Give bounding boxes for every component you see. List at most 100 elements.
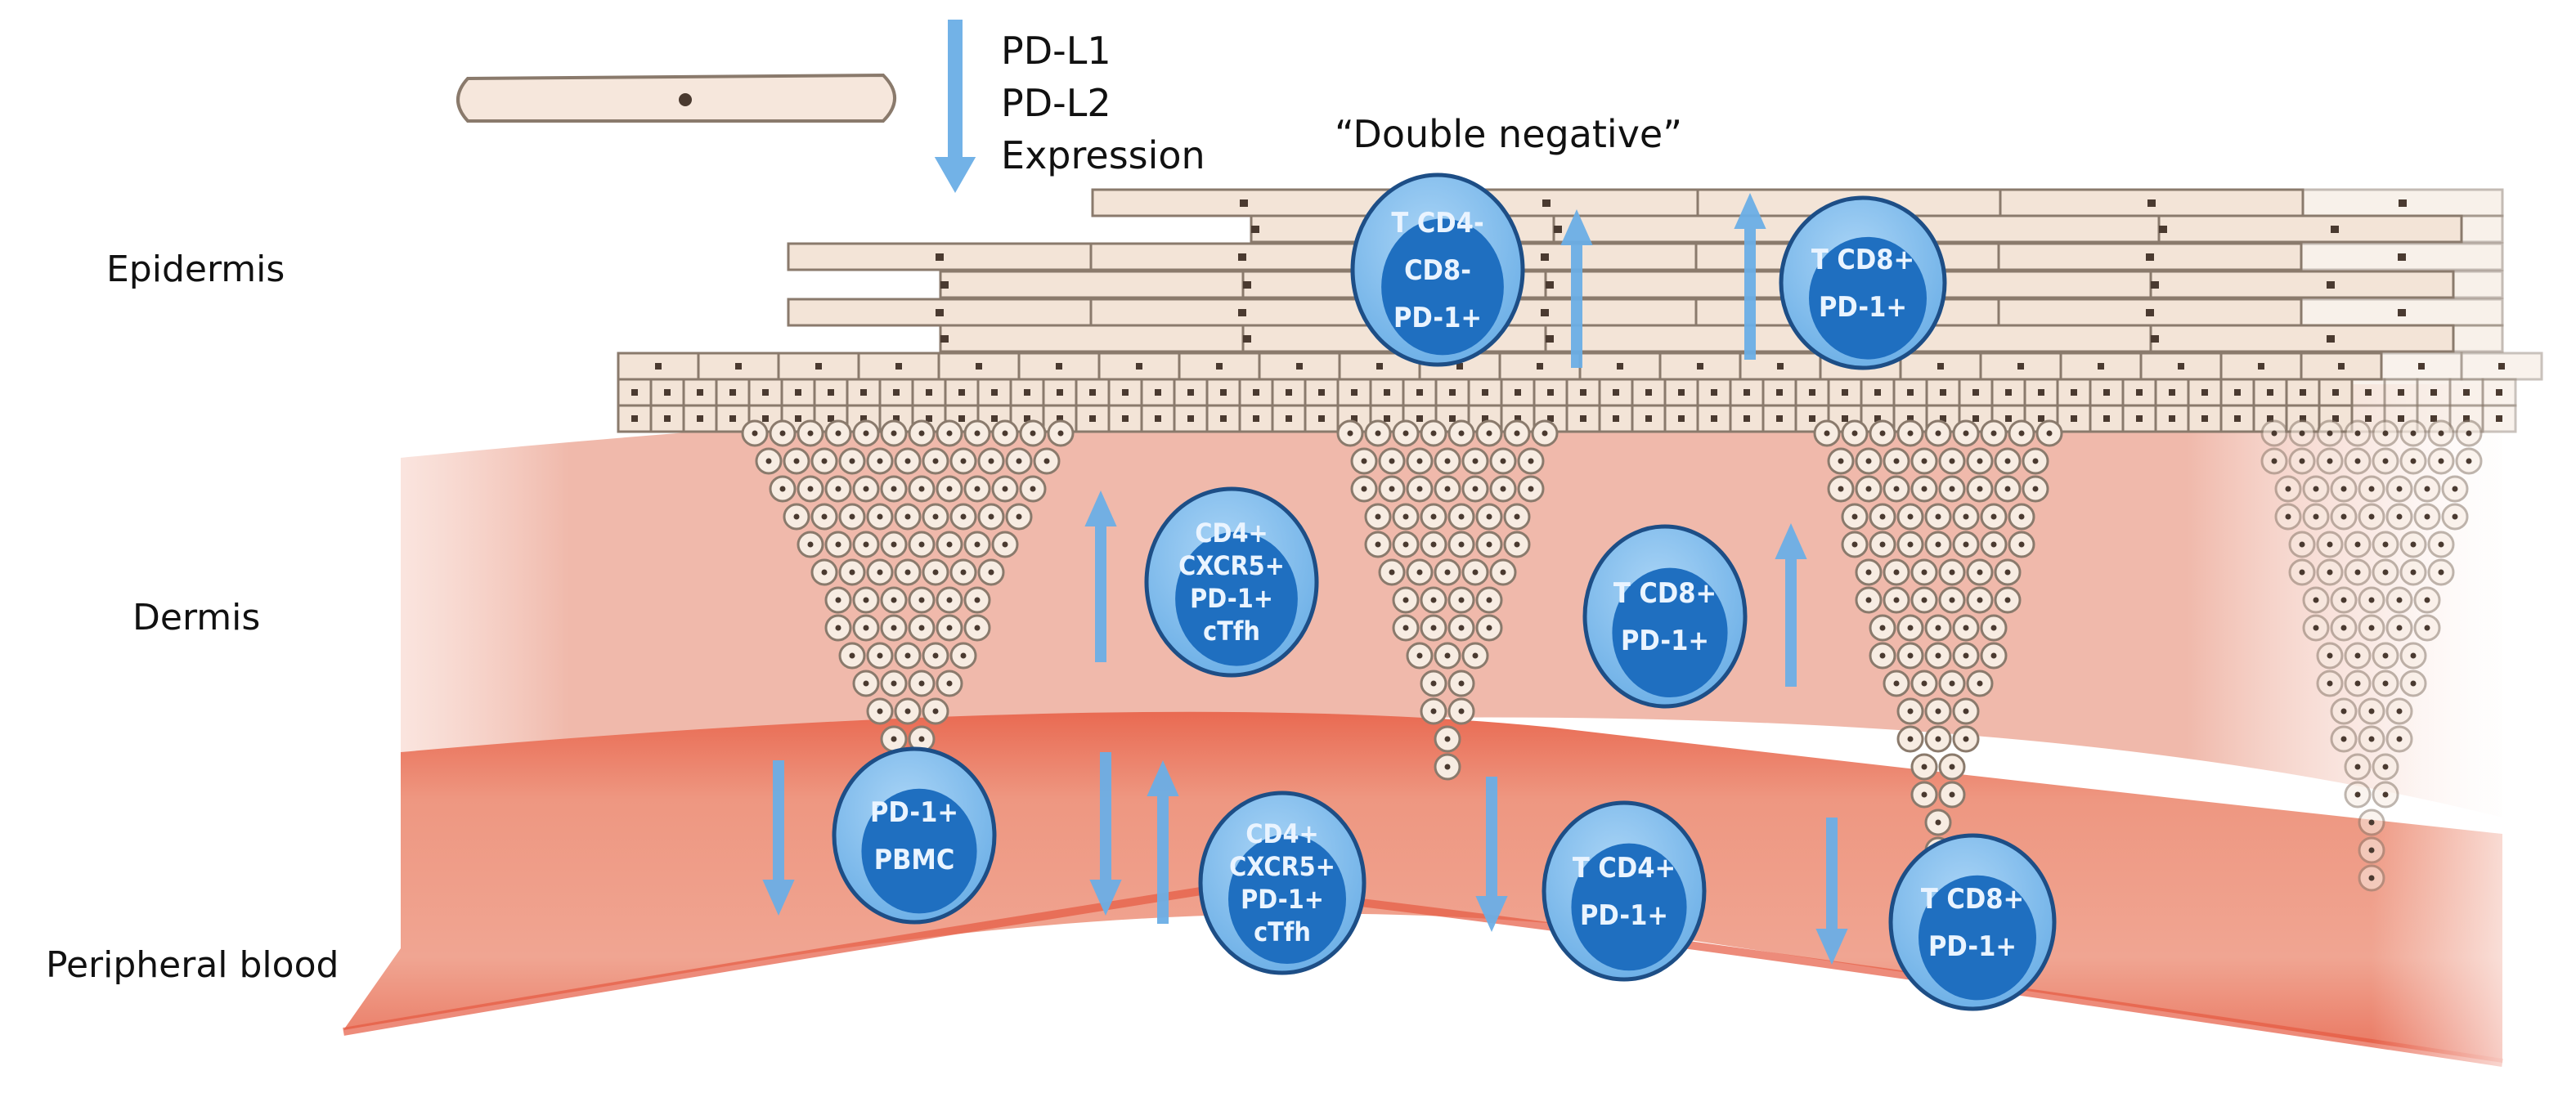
nucleus-icon xyxy=(936,253,944,261)
nucleus-icon xyxy=(2340,736,2347,742)
nucleus-icon xyxy=(1990,513,1997,520)
ridge-cell xyxy=(1434,447,1461,475)
ridge-cell xyxy=(908,531,936,558)
nucleus-icon xyxy=(1449,415,1456,422)
nucleus-icon xyxy=(891,430,897,437)
nucleus-icon xyxy=(2017,363,2024,370)
nucleus-icon xyxy=(2071,415,2077,422)
nucleus-icon xyxy=(2466,458,2472,464)
keratinocyte xyxy=(939,324,1245,353)
ridge-cell xyxy=(1392,503,1420,531)
basal-cell xyxy=(649,378,685,407)
cell-label-line: T CD8+ xyxy=(1811,244,1914,276)
basal-cell xyxy=(2481,378,2517,407)
ridge-cell xyxy=(852,586,880,614)
nucleus-icon xyxy=(1361,486,1367,492)
cell-label-line: CXCR5+ xyxy=(1178,550,1285,581)
nucleus-icon xyxy=(1528,458,1534,464)
ridge-cell xyxy=(1434,725,1461,753)
nucleus-icon xyxy=(904,708,911,715)
nucleus-icon xyxy=(1243,281,1251,289)
ridge-cell xyxy=(2358,503,2385,531)
ridge-cell xyxy=(1883,475,1910,503)
nucleus-icon xyxy=(752,430,758,437)
nucleus-icon xyxy=(863,430,869,437)
nucleus-icon xyxy=(2354,569,2361,576)
nucleus-icon xyxy=(877,708,883,715)
nucleus-icon xyxy=(974,486,981,492)
nucleus-icon xyxy=(1376,363,1383,370)
ridge-cell xyxy=(866,558,894,586)
nucleus-icon xyxy=(2398,389,2404,396)
ridge-cell xyxy=(838,503,866,531)
basal-cell xyxy=(2350,378,2386,407)
ridge-cell xyxy=(2288,447,2316,475)
nucleus-icon xyxy=(2103,389,2110,396)
basal-cell xyxy=(944,378,980,407)
nucleus-icon xyxy=(1547,415,1554,422)
cell-label-line: T CD4+ xyxy=(1573,852,1676,885)
ridge-cell xyxy=(1503,503,1531,531)
basal-cell xyxy=(1173,404,1209,433)
cell-label-line: cTfh xyxy=(1254,916,1311,948)
nucleus-icon xyxy=(2331,226,2339,233)
nucleus-icon xyxy=(2332,389,2339,396)
arrow-up-icon xyxy=(1147,760,1179,924)
ridge-cell xyxy=(1406,642,1434,670)
arrow-down-icon xyxy=(1089,752,1122,916)
ridge-cell xyxy=(2385,586,2413,614)
ridge-cell xyxy=(1475,586,1503,614)
nucleus-icon xyxy=(2313,625,2319,631)
ridge-cell xyxy=(1938,670,1966,697)
nucleus-icon xyxy=(2438,430,2444,437)
ridge-cell xyxy=(1952,503,1980,531)
expression-line-pdl2: PD-L2 xyxy=(1001,81,1111,125)
ridge-cell xyxy=(2316,558,2344,586)
basal-cell xyxy=(1500,378,1536,407)
nucleus-icon xyxy=(828,415,834,422)
ridge-cell xyxy=(2413,475,2441,503)
ridge-cell xyxy=(824,614,852,642)
nucleus-icon xyxy=(849,513,855,520)
ridge-cell xyxy=(2358,614,2385,642)
ridge-cell xyxy=(1420,670,1447,697)
ridge-cell xyxy=(2260,447,2288,475)
ridge-cell xyxy=(2344,531,2372,558)
immune-cell-blood-pbmc: PD-1+PBMC xyxy=(832,746,997,925)
nucleus-icon xyxy=(1893,458,1900,464)
nucleus-icon xyxy=(1990,541,1997,548)
nucleus-icon xyxy=(1416,486,1423,492)
basal-cell xyxy=(715,378,751,407)
nucleus-icon xyxy=(2368,819,2375,826)
basal-cell xyxy=(2154,378,2190,407)
nucleus-icon xyxy=(2354,541,2361,548)
ridge-cell xyxy=(1447,670,1475,697)
ridge-cell xyxy=(1980,642,2008,670)
ridge-cell xyxy=(1420,614,1447,642)
nucleus-icon xyxy=(1458,680,1465,687)
nucleus-icon xyxy=(1645,389,1652,396)
nucleus-icon xyxy=(2396,708,2403,715)
basal-cell xyxy=(1565,378,1601,407)
nucleus-icon xyxy=(1458,430,1465,437)
ridge-cell xyxy=(894,697,922,725)
ridge-cell xyxy=(1883,670,1910,697)
ridge-cell xyxy=(1896,614,1924,642)
ridge-cell xyxy=(2372,531,2399,558)
ridge-cell xyxy=(1869,642,1896,670)
nucleus-icon xyxy=(2463,389,2470,396)
nucleus-icon xyxy=(1361,458,1367,464)
nucleus-icon xyxy=(765,458,772,464)
ridge-cell xyxy=(2302,503,2330,531)
nucleus-icon xyxy=(1935,652,1941,659)
ridge-cell xyxy=(1489,447,1517,475)
label-peripheral-blood: Peripheral blood xyxy=(46,944,339,986)
nucleus-icon xyxy=(1514,513,1520,520)
basal-cell xyxy=(1178,352,1261,381)
nucleus-icon xyxy=(2398,309,2406,316)
basal-cell xyxy=(2383,378,2419,407)
ridge-cell xyxy=(2330,697,2358,725)
basal-cell xyxy=(1794,378,1830,407)
nucleus-icon xyxy=(1430,541,1437,548)
ridge-cell xyxy=(1047,419,1075,447)
